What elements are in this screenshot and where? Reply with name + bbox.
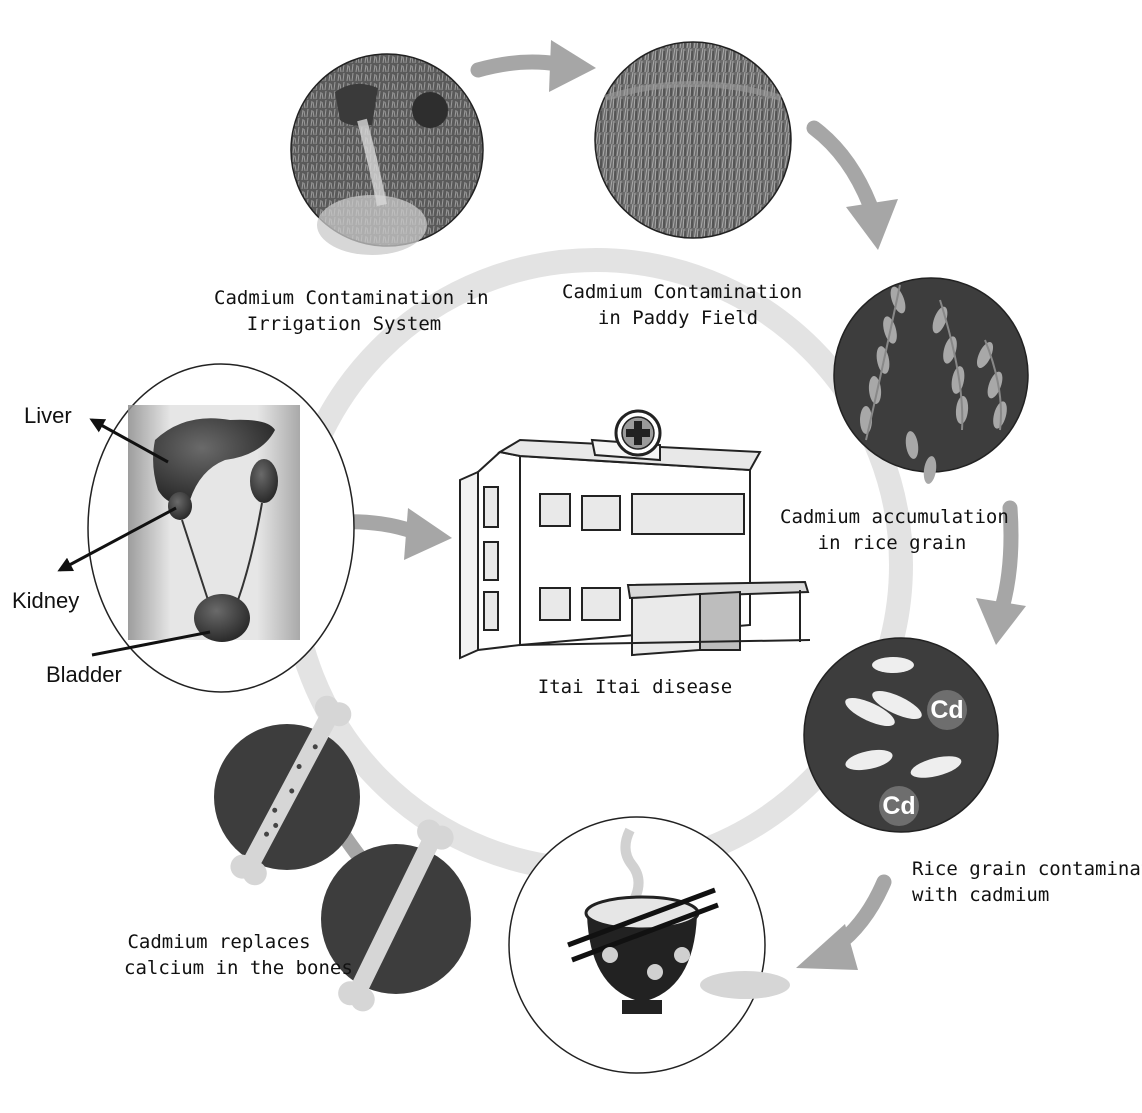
irrigation-label: Cadmium Contamination in Irrigation Syst…	[214, 286, 474, 337]
rice-grains-cd: Cd Cd	[804, 638, 998, 832]
paddy-label-line2: in Paddy Field	[562, 306, 794, 332]
paddy-field-photo	[595, 42, 791, 238]
bones-label-line2: calcium in the bones	[124, 956, 314, 982]
rice-panicle-photo	[834, 278, 1028, 485]
drain-pipe-photo	[291, 54, 483, 255]
irrigation-label-line2: Irrigation System	[214, 312, 474, 338]
accumulation-label: Cadmium accumulation in rice grain	[780, 505, 1004, 556]
cd-label: Cd	[882, 792, 915, 820]
contaminated-label-line1: Rice grain contaminated	[912, 857, 1142, 883]
kidney-shape	[250, 459, 278, 503]
contaminated-label: Rice grain contaminated with cadmium	[912, 857, 1142, 908]
hospital-building	[460, 440, 810, 658]
irrigation-label-line1: Cadmium Contamination in	[214, 286, 474, 312]
liver-label: Liver	[24, 403, 72, 429]
flow-arrow-6	[340, 508, 452, 560]
flow-arrow-1	[478, 40, 596, 92]
paddy-label-line1: Cadmium Contamination	[562, 280, 794, 306]
paddy-label: Cadmium Contamination in Paddy Field	[562, 280, 794, 331]
bones-label-line1: Cadmium replaces	[124, 930, 314, 956]
cross-icon	[616, 411, 660, 455]
accumulation-label-line2: in rice grain	[780, 531, 1004, 557]
cd-label: Cd	[930, 696, 963, 724]
organ-diagram	[60, 364, 354, 692]
contaminated-label-line2: with cadmium	[912, 883, 1142, 909]
flow-arrow-2	[814, 128, 898, 250]
kidney-label: Kidney	[12, 588, 79, 614]
disease-label: Itai Itai disease	[525, 675, 745, 701]
rice-bowl-chopsticks	[509, 817, 790, 1073]
bones-label: Cadmium replaces calcium in the bones	[124, 930, 314, 981]
accumulation-label-line1: Cadmium accumulation	[780, 505, 1004, 531]
bladder-label: Bladder	[46, 662, 122, 688]
flow-arrow-4	[796, 882, 884, 970]
